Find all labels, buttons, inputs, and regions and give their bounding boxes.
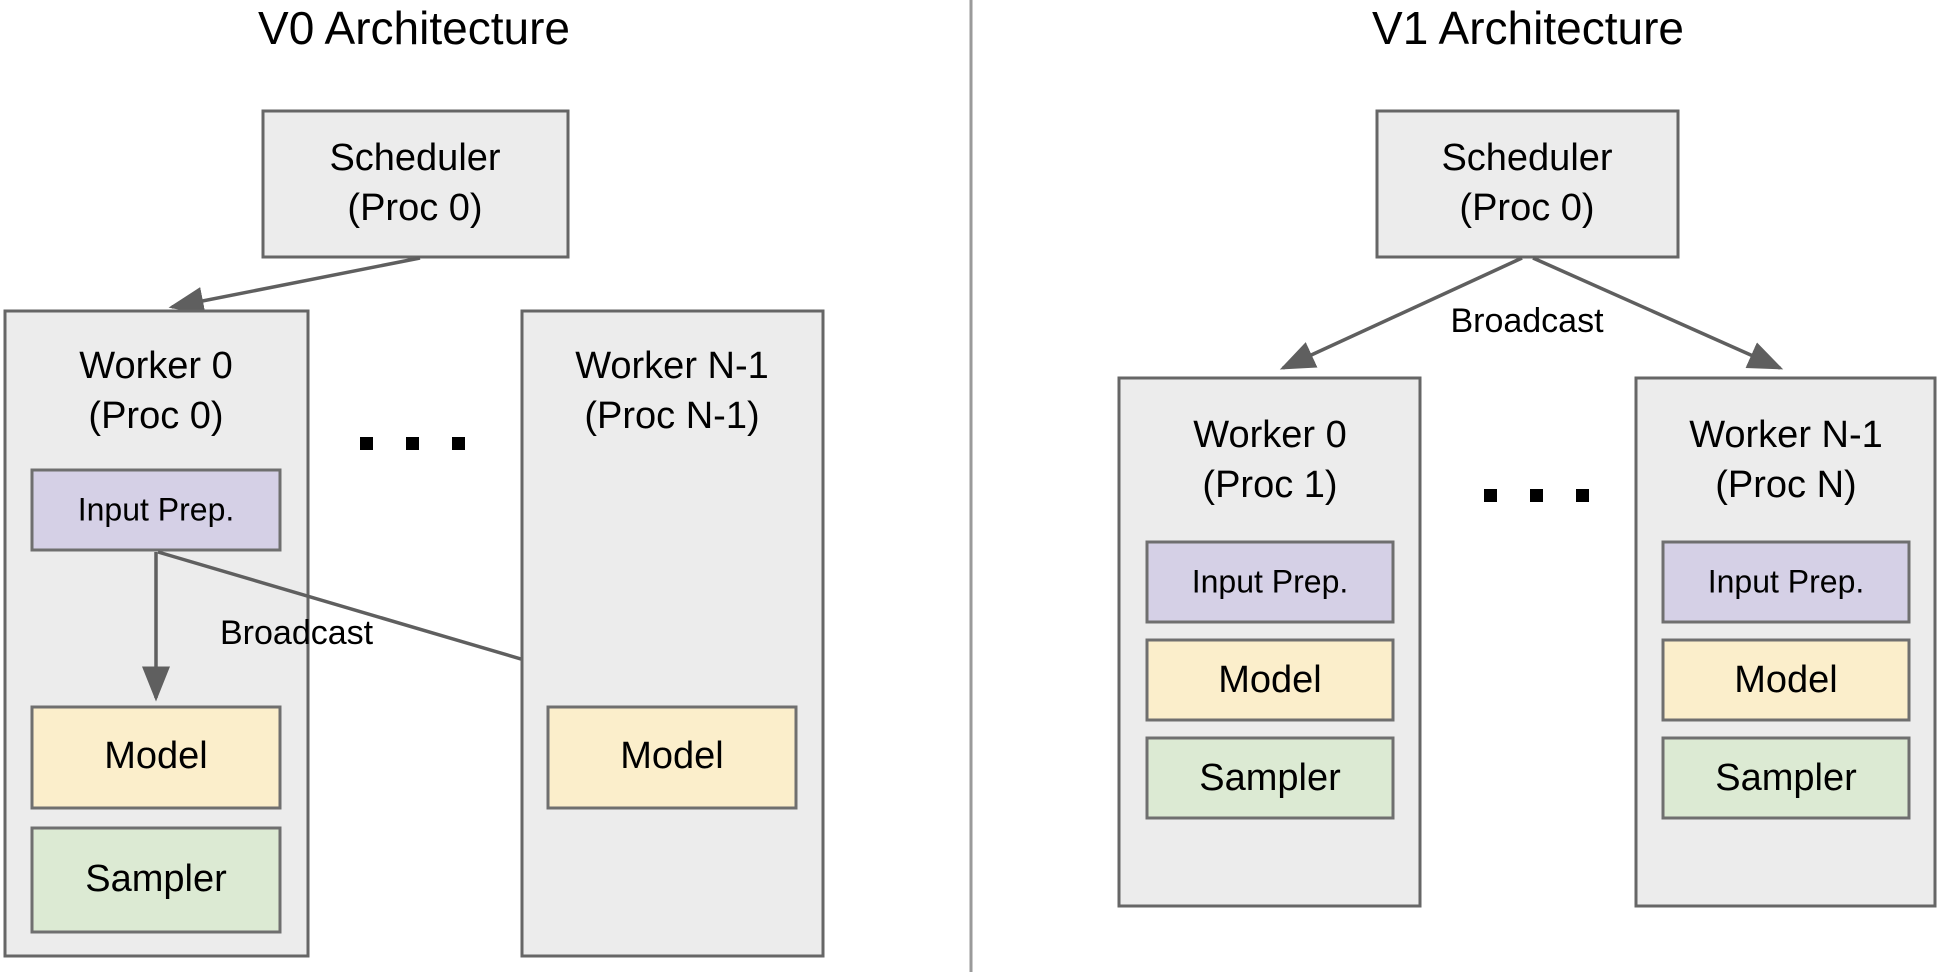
v0-worker-0-input-prep-box[interactable] xyxy=(30,468,282,552)
v1-edge-scheduler-to-workern xyxy=(1532,256,1784,370)
v0-worker-n-1-label-line2: (Proc N-1) xyxy=(584,395,759,437)
v1-worker-n-1-label-line2: (Proc N) xyxy=(1715,464,1856,506)
v1-worker-n-1-input-prep[interactable]: Input Prep. xyxy=(1661,540,1911,624)
v1-worker-n-1-model[interactable]: Model xyxy=(1661,638,1911,722)
v1-edge-scheduler-to-worker0 xyxy=(1279,256,1523,370)
v1-worker-0-input-prep-box[interactable] xyxy=(1145,540,1395,624)
v0-worker-0-input-prep-label: Input Prep. xyxy=(78,491,235,527)
v1-worker-0-sampler-box[interactable] xyxy=(1145,736,1395,820)
v0-worker-n-1-model-box[interactable] xyxy=(546,705,798,810)
v1-worker-0-label-line2: (Proc 1) xyxy=(1202,464,1337,506)
v1-scheduler-label-line2: (Proc 0) xyxy=(1459,187,1594,229)
v1-worker-0-model[interactable]: Model xyxy=(1145,638,1395,722)
v1-worker-n-1-model-label: Model xyxy=(1734,659,1838,701)
v1-worker-n-1-model-box[interactable] xyxy=(1661,638,1911,722)
v0-worker-0-model-label: Model xyxy=(104,735,208,777)
v0-scheduler-box[interactable] xyxy=(261,109,570,259)
v1-worker-0-model-label: Model xyxy=(1218,659,1322,701)
v0-worker-0-input-prep[interactable]: Input Prep. xyxy=(30,468,282,552)
v0-worker-0-model-box[interactable] xyxy=(30,705,282,810)
v1-broadcast-label: Broadcast xyxy=(1450,302,1604,340)
panel-title-v0: V0 Architecture xyxy=(258,2,570,54)
panel-v1: V1 Architecture Scheduler (Proc 0) Broad… xyxy=(1117,2,1937,908)
v0-worker-0-model[interactable]: Model xyxy=(30,705,282,810)
v0-worker-0-label-line1: Worker 0 xyxy=(79,345,232,387)
v1-worker-n-1-sampler-label: Sampler xyxy=(1715,757,1857,799)
v1-worker-0-input-prep[interactable]: Input Prep. xyxy=(1145,540,1395,624)
v1-scheduler-label-line1: Scheduler xyxy=(1441,137,1612,179)
v0-scheduler-label-line1: Scheduler xyxy=(329,137,500,179)
v0-worker-n-1-label-line1: Worker N-1 xyxy=(575,345,769,387)
v0-worker-n-1-box[interactable] xyxy=(520,309,825,958)
panel-title-v1: V1 Architecture xyxy=(1372,2,1684,54)
v0-ellipsis-dot-2 xyxy=(406,437,419,450)
v0-broadcast-label: Broadcast xyxy=(220,614,374,652)
v1-ellipsis-dot-1 xyxy=(1484,489,1497,502)
v0-ellipsis-dot-1 xyxy=(360,437,373,450)
v0-worker-0-sampler-label: Sampler xyxy=(85,858,227,900)
v1-scheduler-box[interactable] xyxy=(1375,109,1680,259)
v1-ellipsis xyxy=(1484,489,1589,502)
v1-worker-0-input-prep-label: Input Prep. xyxy=(1192,563,1349,599)
v0-worker-n-1-model[interactable]: Model xyxy=(546,705,798,810)
v0-worker-0-sampler-box[interactable] xyxy=(30,826,282,934)
v0-worker-0-sampler[interactable]: Sampler xyxy=(30,826,282,934)
v1-worker-n-1-label-line1: Worker N-1 xyxy=(1689,414,1883,456)
v1-worker-n-1-node[interactable]: Worker N-1 (Proc N) Input Prep. Model Sa… xyxy=(1634,376,1937,908)
v1-worker-0-label-line1: Worker 0 xyxy=(1193,414,1346,456)
v1-worker-0-sampler-label: Sampler xyxy=(1199,757,1341,799)
v0-scheduler-node[interactable]: Scheduler (Proc 0) xyxy=(261,109,570,259)
v0-ellipsis-dot-3 xyxy=(452,437,465,450)
v0-scheduler-label-line2: (Proc 0) xyxy=(347,187,482,229)
v0-worker-0-node[interactable]: Worker 0 (Proc 0) Input Prep. Broadcast … xyxy=(3,309,374,958)
v1-worker-0-node[interactable]: Worker 0 (Proc 1) Input Prep. Model Samp… xyxy=(1117,376,1422,908)
v1-worker-0-model-box[interactable] xyxy=(1145,638,1395,722)
v0-worker-0-label-line2: (Proc 0) xyxy=(88,395,223,437)
v1-worker-0-sampler[interactable]: Sampler xyxy=(1145,736,1395,820)
panel-v0: V0 Architecture Scheduler (Proc 0) Worke… xyxy=(3,2,825,958)
v0-worker-n-1-model-label: Model xyxy=(620,735,724,777)
v1-worker-n-1-input-prep-box[interactable] xyxy=(1661,540,1911,624)
v0-ellipsis xyxy=(360,437,465,450)
v1-ellipsis-dot-2 xyxy=(1530,489,1543,502)
v1-scheduler-node[interactable]: Scheduler (Proc 0) xyxy=(1375,109,1680,259)
v0-worker-n-1-node[interactable]: Worker N-1 (Proc N-1) Model xyxy=(520,309,825,958)
v1-worker-n-1-input-prep-label: Input Prep. xyxy=(1708,563,1865,599)
v0-edge-scheduler-to-worker0 xyxy=(168,256,421,315)
v1-worker-n-1-sampler-box[interactable] xyxy=(1661,736,1911,820)
v1-worker-n-1-sampler[interactable]: Sampler xyxy=(1661,736,1911,820)
v1-ellipsis-dot-3 xyxy=(1576,489,1589,502)
